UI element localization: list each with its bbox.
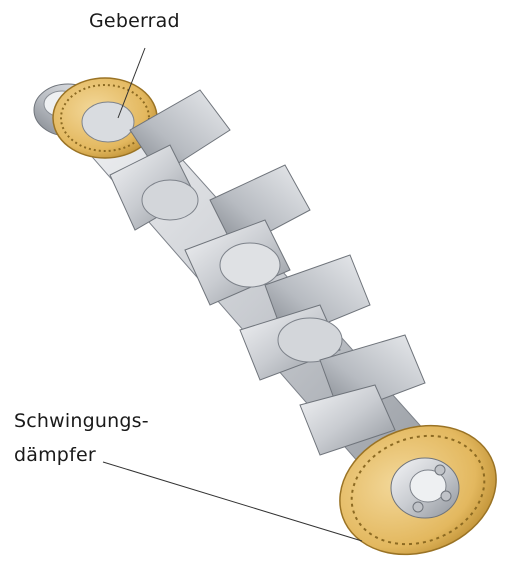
vibration-damper-label-line1: Schwingungs- [14, 410, 149, 432]
vibration-damper-label: Schwingungs- dämpfer [14, 410, 149, 467]
sensor-wheel-label: Geberrad [89, 10, 180, 32]
leader-line-bottom [103, 462, 362, 541]
crank-webs [110, 90, 425, 455]
vibration-damper-label-line2: dämpfer [14, 444, 149, 466]
